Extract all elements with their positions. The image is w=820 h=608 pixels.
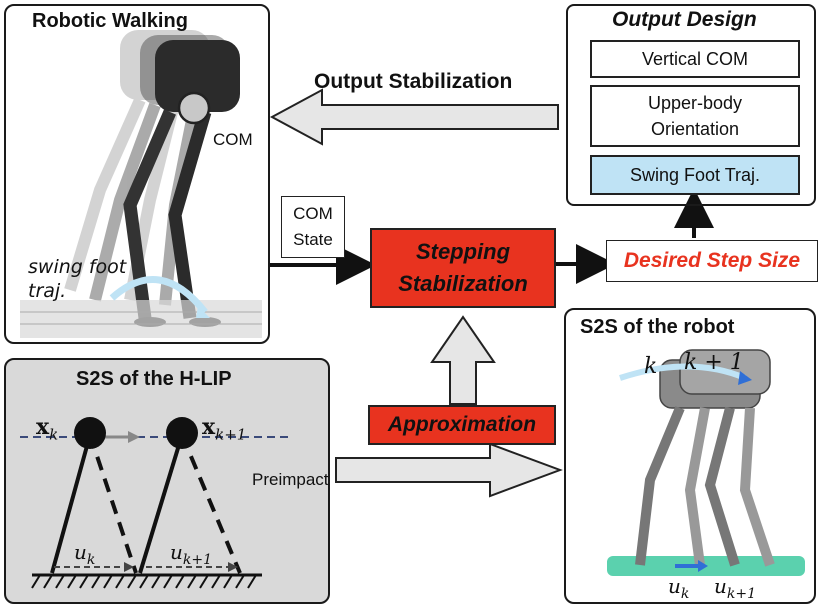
preimpact-arrow <box>335 442 563 498</box>
robot-uk1-label: uk+1 <box>714 574 756 602</box>
hlip-drawing <box>20 417 290 589</box>
stepping-line2: Stabilization <box>398 271 528 296</box>
com-state-line1: COM <box>293 204 333 223</box>
output-stabilization-arrow <box>269 88 559 146</box>
robot-walking-figure <box>20 30 262 338</box>
robot-uk1-sub: k+1 <box>726 586 757 602</box>
hlip-uk-label: uk <box>74 540 95 568</box>
hlip-uk1-sub: k+1 <box>182 552 213 568</box>
robot-k1-label: k + 1 <box>684 350 744 375</box>
output-design-title: Output Design <box>612 8 757 31</box>
hlip-title: S2S of the H-LIP <box>76 368 232 390</box>
hlip-xk1-label: xk+1 <box>202 414 246 443</box>
com-label: COM <box>213 130 253 149</box>
output-item-label: Swing Foot Traj. <box>629 164 761 185</box>
output-item-label: Orientation <box>650 119 740 139</box>
robot-s2s-title: S2S of the robot <box>580 316 735 338</box>
hlip-xk1-sub: k+1 <box>215 425 247 444</box>
output-stabilization-label: Output Stabilization <box>314 70 513 93</box>
robot-uk-sub: k <box>680 586 690 602</box>
approximation-box: Approximation <box>368 405 556 445</box>
hlip-uk-symbol: u <box>74 540 87 564</box>
output-item-label: Vertical COM <box>641 48 749 69</box>
hlip-uk-sub: k <box>86 552 96 568</box>
preimpact-label: Preimpact <box>252 470 329 489</box>
output-item-label: Upper-body <box>647 93 743 113</box>
robotic-walking-panel <box>4 4 270 344</box>
stepping-line1: Stepping <box>415 239 511 264</box>
desired-step-size-label: Desired Step Size <box>623 249 801 272</box>
approximation-up-arrow <box>430 315 496 405</box>
desired-step-size-box: Desired Step Size <box>606 240 818 282</box>
robot-k-label: k <box>644 354 658 379</box>
hlip-xk-symbol: x <box>36 414 50 440</box>
com-state-line2: State <box>293 230 333 249</box>
robot-uk1-symbol: u <box>714 574 727 598</box>
output-item-vertical-com: Vertical COM <box>590 40 800 78</box>
robotic-walking-title: Robotic Walking <box>32 10 188 32</box>
hlip-uk1-label: uk+1 <box>170 540 212 568</box>
hlip-xk-sub: k <box>49 425 59 444</box>
stepping-stabilization-box: Stepping Stabilization <box>370 228 556 308</box>
output-item-upper-body: Upper-body Orientation <box>590 85 800 147</box>
robot-s2s-drawing <box>607 349 805 576</box>
output-item-swing-foot: Swing Foot Traj. <box>590 155 800 195</box>
approximation-label: Approximation <box>387 413 537 436</box>
com-state-box: COM State <box>281 196 345 258</box>
robot-uk-symbol: u <box>668 574 681 598</box>
robot-uk-label: uk <box>668 574 689 602</box>
hlip-uk1-symbol: u <box>170 540 183 564</box>
swing-foot-label: swing foot <box>28 256 127 278</box>
hlip-xk-label: xk <box>36 414 58 443</box>
swing-traj-label: traj. <box>28 280 67 302</box>
hlip-xk1-symbol: x <box>202 414 216 440</box>
output-design-panel <box>566 4 816 206</box>
